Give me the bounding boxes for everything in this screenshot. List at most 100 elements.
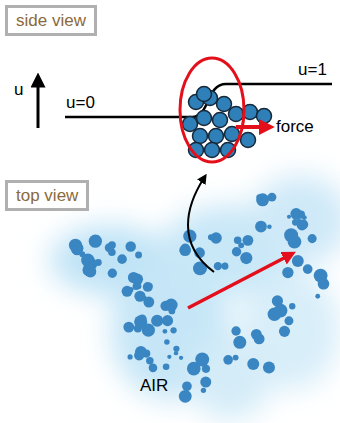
droplet <box>247 358 259 370</box>
view-label: top view <box>16 185 78 206</box>
droplet <box>162 315 173 326</box>
view-label: side view <box>16 10 86 31</box>
force-label: force <box>276 117 314 137</box>
droplet <box>151 315 163 327</box>
droplet <box>200 377 211 388</box>
droplet <box>182 381 192 391</box>
droplet <box>314 269 328 283</box>
droplet <box>183 117 198 132</box>
axis-arrow <box>37 80 40 128</box>
droplet <box>163 329 168 334</box>
droplet <box>143 282 153 292</box>
highlight-ellipse <box>180 58 244 162</box>
droplet <box>117 254 127 264</box>
droplet <box>279 326 290 337</box>
force-arrow-side <box>236 125 262 129</box>
droplet <box>146 357 154 365</box>
droplet <box>256 193 269 206</box>
droplet <box>108 269 117 278</box>
droplet <box>315 294 320 299</box>
droplet <box>123 322 134 333</box>
droplet <box>135 346 147 358</box>
droplet <box>79 251 85 257</box>
droplet <box>255 221 267 233</box>
droplet <box>241 133 256 148</box>
droplet <box>169 308 176 315</box>
droplet <box>89 235 102 248</box>
value-label: u=0 <box>66 93 95 113</box>
droplet <box>268 193 277 202</box>
droplet <box>233 336 246 349</box>
droplet <box>195 352 209 366</box>
droplet <box>82 263 95 276</box>
droplet <box>287 215 291 219</box>
droplet <box>197 111 212 126</box>
view-tag: top view <box>5 180 89 211</box>
droplet <box>173 346 179 352</box>
droplet <box>297 211 305 219</box>
view-tag: side view <box>5 5 97 36</box>
droplet <box>197 87 212 102</box>
droplet <box>164 339 170 345</box>
air-cloud <box>50 175 340 420</box>
droplet <box>202 365 210 373</box>
droplet <box>292 255 304 267</box>
droplet <box>289 303 295 309</box>
droplet <box>201 388 206 393</box>
droplet <box>274 304 288 318</box>
droplet <box>127 354 132 359</box>
droplet <box>134 291 145 302</box>
droplet <box>288 235 302 249</box>
droplet <box>209 129 224 144</box>
droplet <box>229 107 244 122</box>
droplet <box>231 326 240 335</box>
droplet <box>240 252 252 264</box>
droplets-top <box>69 193 329 403</box>
droplets-side <box>183 87 272 158</box>
droplet <box>214 262 222 270</box>
droplet <box>149 364 158 373</box>
droplet <box>223 355 233 365</box>
droplet <box>308 234 317 243</box>
droplet <box>167 355 171 359</box>
droplet <box>256 194 262 200</box>
droplet <box>267 224 272 229</box>
droplet <box>205 143 220 158</box>
droplet <box>298 220 308 230</box>
region-label: AIR <box>140 376 168 396</box>
droplet <box>174 351 178 355</box>
droplet <box>135 252 142 259</box>
droplet <box>181 243 190 252</box>
droplet <box>142 324 155 337</box>
droplet <box>251 329 262 340</box>
droplet <box>179 356 183 360</box>
droplet <box>238 242 244 248</box>
droplet <box>221 263 228 270</box>
droplet <box>149 364 155 370</box>
droplet <box>95 259 102 266</box>
droplet <box>303 264 313 274</box>
droplet <box>284 316 293 325</box>
droplet <box>108 248 116 256</box>
droplet <box>193 129 208 144</box>
droplet <box>257 109 272 124</box>
droplet <box>292 219 299 226</box>
droplet <box>126 241 136 251</box>
droplet <box>170 327 176 333</box>
zoom-arrow <box>188 178 214 272</box>
droplet <box>242 235 253 246</box>
value-label: u=1 <box>298 60 327 80</box>
droplet <box>263 361 275 373</box>
droplet <box>122 286 133 297</box>
droplet <box>282 267 293 278</box>
droplet <box>217 97 232 112</box>
droplet <box>213 113 228 128</box>
droplet <box>179 390 192 403</box>
droplet <box>232 247 241 256</box>
droplet <box>210 232 222 244</box>
droplet <box>128 272 139 283</box>
axis-label: u <box>14 80 23 100</box>
